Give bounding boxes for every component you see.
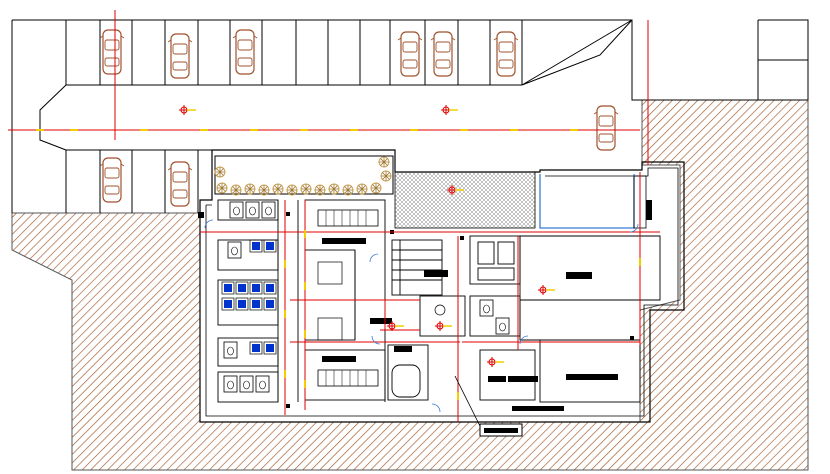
- plant-icon: [230, 184, 242, 196]
- plant-icon: [286, 184, 298, 196]
- column-icon: [460, 236, 464, 240]
- column-icon: [198, 212, 204, 218]
- plant-icon: [272, 183, 284, 195]
- axis-tags: [36, 129, 641, 400]
- plant-icon: [216, 182, 228, 194]
- plant-icon: [356, 183, 368, 195]
- table-icon: [434, 304, 446, 316]
- planter: [214, 155, 394, 196]
- plant-icon: [314, 184, 326, 196]
- table-icon: [317, 261, 343, 285]
- column-icon: [286, 212, 290, 216]
- redacted-labels: [322, 238, 618, 437]
- plant-icon: [328, 183, 340, 195]
- plant-icon: [342, 184, 354, 196]
- door-swings: [204, 219, 639, 413]
- interior-walls: [217, 199, 661, 403]
- plant-icon: [258, 184, 270, 196]
- leader-line: [454, 375, 481, 427]
- plant-icon: [214, 166, 226, 178]
- plant-icon: [378, 156, 390, 168]
- plant-icon: [244, 183, 256, 195]
- column-icon: [630, 336, 634, 340]
- plant-icon: [370, 182, 382, 194]
- parking-lot: [11, 19, 809, 213]
- table-icon: [317, 317, 343, 341]
- plant-icon: [380, 170, 392, 182]
- column-icon: [286, 404, 290, 408]
- plant-icon: [300, 183, 312, 195]
- tables: [317, 209, 446, 387]
- building-outline: [199, 149, 685, 423]
- paved-courtyard: [394, 171, 536, 229]
